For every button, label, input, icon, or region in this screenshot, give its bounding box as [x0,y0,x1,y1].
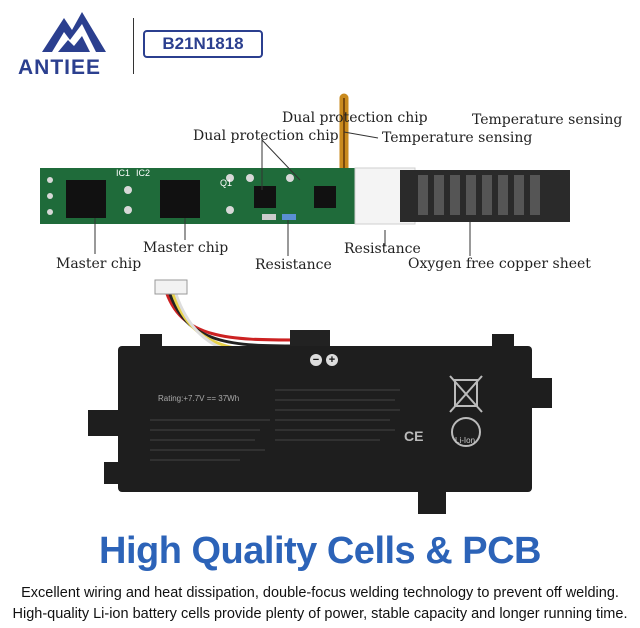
battery-rating-text: Rating:+7.7V == 37Wh [158,394,240,403]
board-mark-q1: Q1 [220,178,233,188]
board-mark-ic2: IC2 [136,168,151,178]
label-master-chip-1: Master chip [56,256,142,272]
mountain-logo-icon [42,12,106,52]
label-master-chip-2: Master chip [143,240,229,256]
label-resistance-2: Resistance [344,241,421,257]
polarity-minus-icon: − [310,354,322,366]
label-resistance-1: Resistance [255,257,332,273]
board-mark-ic1: IC1 [116,168,131,178]
polarity-plus-icon: + [326,354,338,366]
brand-name: ANTIEE [18,56,102,79]
brand-divider [133,18,134,74]
ce-mark: CE [404,428,424,444]
description-line-2: High-quality Li-ion battery cells provid… [12,606,628,622]
label-temperature-sensing-2: Temperature sensing [382,130,533,146]
label-oxygen-free-copper: Oxygen free copper sheet [408,256,591,272]
label-temperature-sensing-1: Temperature sensing [472,112,623,128]
li-ion-mark: Li-Ion [455,436,476,445]
headline: High Quality Cells & PCB [99,530,541,572]
description-line-1: Excellent wiring and heat dissipation, d… [21,585,619,601]
battery-pack-illustration [88,279,552,514]
model-badge: B21N1818 [143,30,263,58]
pcb-board-illustration [40,93,570,256]
label-dual-protection-chip-2: Dual protection chip [193,128,339,144]
label-dual-protection-chip-1: Dual protection chip [282,110,428,126]
